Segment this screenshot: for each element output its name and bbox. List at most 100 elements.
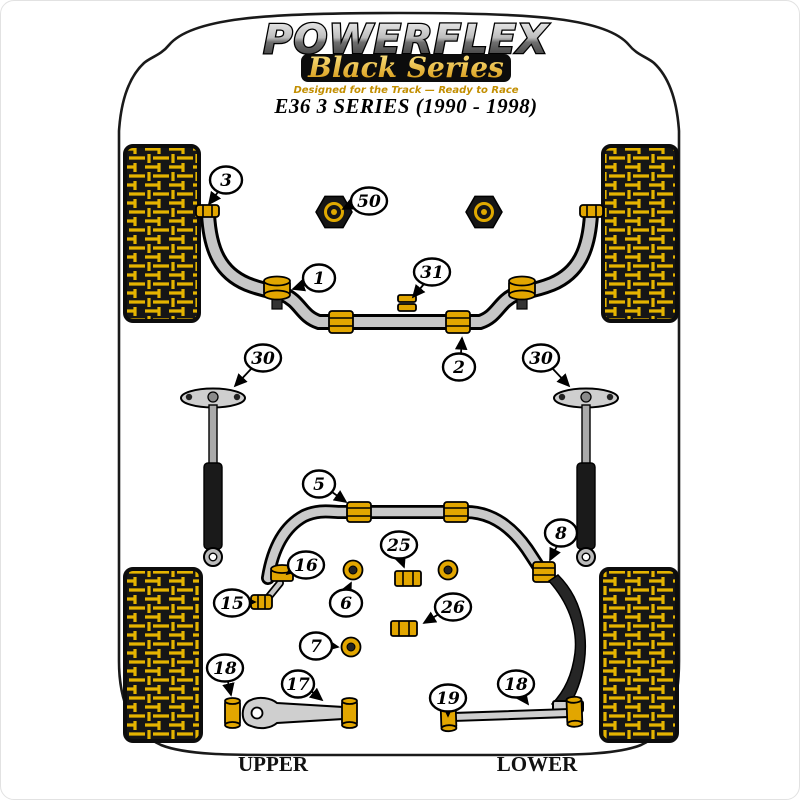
callout-arrow bbox=[331, 490, 348, 504]
bushing-front-link-top-left bbox=[195, 204, 220, 218]
callout-15: 15 bbox=[212, 588, 257, 618]
callout-30-left: 30 bbox=[233, 343, 283, 388]
callout-16: 16 bbox=[285, 550, 326, 580]
callout-arrow bbox=[340, 581, 352, 597]
black-series-banner bbox=[301, 54, 511, 82]
callout-3: 3 bbox=[207, 165, 244, 206]
series-label: Black Series bbox=[307, 51, 504, 84]
callout-26: 26 bbox=[422, 592, 473, 624]
callout-19: 19 bbox=[428, 683, 468, 718]
callout-label: 19 bbox=[436, 689, 460, 709]
bushing-front-link-top-right bbox=[579, 204, 604, 218]
callout-circle bbox=[349, 186, 389, 216]
callout-label: 1 bbox=[313, 269, 325, 289]
callout-50: 50 bbox=[341, 186, 389, 216]
callout-label: 6 bbox=[340, 594, 352, 614]
bushing-sleeve-25 bbox=[394, 570, 422, 587]
model-title: E36 3 SERIES (1990 - 1998) bbox=[273, 94, 537, 118]
upper-label: UPPER bbox=[238, 752, 309, 776]
callout-circle bbox=[298, 631, 334, 661]
bushing-sleeve-26 bbox=[390, 620, 418, 637]
callout-label: 18 bbox=[504, 675, 528, 695]
callout-circle bbox=[441, 352, 477, 382]
callout-5: 5 bbox=[301, 469, 348, 504]
brand-tagline: Designed for the Track — Ready to Race bbox=[293, 85, 518, 96]
tire-front-right bbox=[601, 144, 679, 323]
shock-absorber-left bbox=[180, 387, 246, 567]
callout-arrow bbox=[291, 279, 307, 292]
tire-front-left bbox=[123, 144, 201, 323]
callout-circle bbox=[280, 669, 316, 699]
callout-17: 17 bbox=[280, 669, 324, 702]
callout-circle bbox=[379, 530, 419, 560]
callout-label: 2 bbox=[452, 358, 465, 378]
callout-label: 25 bbox=[386, 536, 411, 556]
callout-label: 7 bbox=[310, 637, 322, 657]
bushing-link-right bbox=[565, 695, 584, 728]
bushing-washer-a bbox=[342, 559, 364, 581]
rear-antiroll-bar bbox=[261, 504, 551, 585]
callout-circle bbox=[543, 518, 579, 548]
callout-18-left: 18 bbox=[205, 653, 245, 697]
shock-absorber-right bbox=[553, 387, 619, 567]
callout-label: 30 bbox=[251, 349, 275, 369]
callout-2: 2 bbox=[441, 336, 477, 382]
callout-arrow bbox=[411, 283, 426, 299]
control-arm-upper-left bbox=[224, 696, 358, 730]
tire-rear-right bbox=[599, 567, 679, 743]
bushing-washer-c bbox=[340, 636, 362, 658]
callout-circle bbox=[328, 588, 364, 618]
bushing-washer-b bbox=[437, 559, 459, 581]
callout-7: 7 bbox=[298, 631, 340, 661]
callout-8: 8 bbox=[543, 518, 579, 562]
brand-logo: POWERFLEX Black Series Designed for the … bbox=[262, 16, 550, 96]
bushing-rear-bar-clamp-right bbox=[443, 501, 469, 523]
callout-arrow bbox=[233, 368, 252, 388]
callout-label: 18 bbox=[213, 659, 237, 679]
callout-circle bbox=[496, 669, 536, 699]
callout-label: 5 bbox=[313, 475, 325, 495]
callout-circle bbox=[433, 592, 473, 622]
callout-1: 1 bbox=[291, 263, 337, 293]
callout-arrow bbox=[222, 681, 235, 697]
callout-circle bbox=[205, 653, 245, 683]
bushing-drop-link-left bbox=[263, 275, 291, 310]
callout-circle bbox=[243, 343, 283, 373]
hex-nut-right bbox=[465, 195, 503, 229]
bushing-drop-link-right bbox=[508, 275, 536, 310]
callout-label: 50 bbox=[357, 192, 381, 212]
callout-arrow bbox=[393, 553, 406, 569]
callout-label: 15 bbox=[220, 594, 244, 614]
callout-circle bbox=[412, 257, 452, 287]
callout-30-right: 30 bbox=[521, 343, 571, 388]
callout-label: 31 bbox=[420, 263, 444, 283]
callout-25: 25 bbox=[379, 530, 419, 569]
callout-arrow bbox=[552, 368, 571, 388]
callout-circle bbox=[301, 263, 337, 293]
bushing-front-bar-center bbox=[397, 294, 417, 312]
callout-31: 31 bbox=[411, 257, 452, 299]
callout-circle bbox=[301, 469, 337, 499]
bushing-front-bar-clamp-right bbox=[445, 310, 471, 334]
bushing-rear-bar-clamp-left bbox=[346, 501, 372, 523]
callout-circle bbox=[286, 550, 326, 580]
callout-circle bbox=[428, 683, 468, 713]
callout-arrow bbox=[308, 687, 324, 702]
bushing-arm-right bbox=[341, 697, 358, 729]
callout-label: 30 bbox=[529, 349, 553, 369]
callout-circle bbox=[521, 343, 561, 373]
callout-circle bbox=[212, 588, 252, 618]
lower-label: LOWER bbox=[497, 752, 578, 776]
callout-label: 17 bbox=[286, 675, 310, 695]
callout-label: 8 bbox=[554, 524, 567, 544]
tire-rear-left bbox=[123, 567, 203, 743]
bushing-arm-left bbox=[224, 697, 241, 729]
callout-circle bbox=[208, 165, 244, 195]
callout-arrow bbox=[422, 611, 440, 624]
bushing-front-bar-clamp-left bbox=[328, 310, 354, 334]
callout-arrow bbox=[549, 545, 561, 562]
callout-label: 26 bbox=[440, 598, 465, 618]
callout-arrow bbox=[454, 336, 468, 354]
